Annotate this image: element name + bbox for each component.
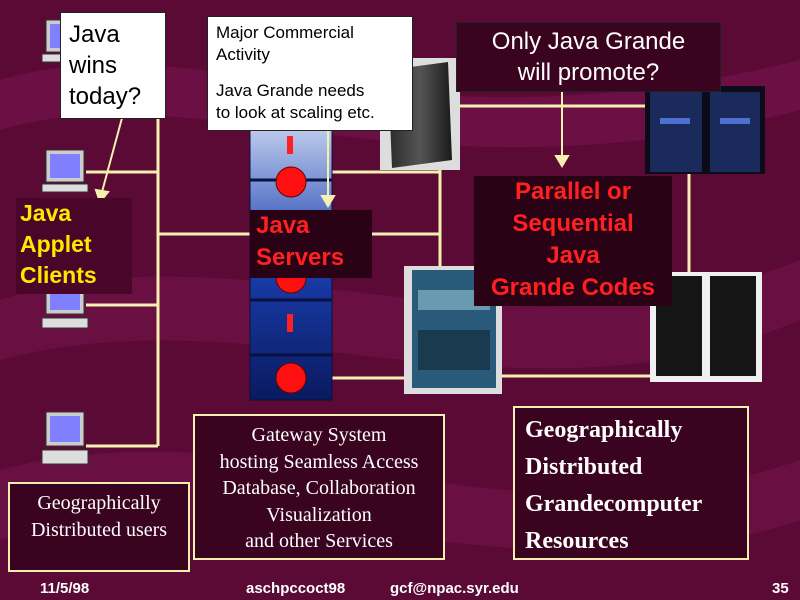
swirl-band <box>0 260 800 369</box>
arrow <box>320 128 336 208</box>
java-wins-callout: Java wins today? <box>60 12 166 119</box>
major-commercial-text: Major Commercial Activity <box>216 23 354 64</box>
client-computer-icon <box>41 149 89 193</box>
gateway-box: Gateway System hosting Seamless Access D… <box>193 414 445 560</box>
client-computer-icon <box>41 411 89 465</box>
grande-scaling-text: Java Grande needs to look at scaling etc… <box>216 81 375 122</box>
footer-email: gcf@npac.syr.edu <box>390 580 519 597</box>
commercial-activity-callout: Major Commercial Activity Java Grande ne… <box>207 16 413 131</box>
footer-code: aschpccoct98 <box>246 580 346 597</box>
footer-page-number: 35 <box>772 580 789 597</box>
supercomputer-icon <box>645 86 765 174</box>
only-grande-callout: Only Java Grande will promote? <box>456 22 721 92</box>
footer-date: 11/5/98 <box>40 580 90 597</box>
applet-clients-label: Java Applet Clients <box>16 198 132 294</box>
arrow <box>554 92 570 168</box>
geo-users-box: Geographically Distributed users <box>8 482 190 572</box>
java-servers-label: Java Servers <box>250 210 372 278</box>
grande-codes-label: Parallel or Sequential Java Grande Codes <box>474 176 672 306</box>
geo-resources-box: Geographically Distributed Grandecompute… <box>513 406 749 560</box>
